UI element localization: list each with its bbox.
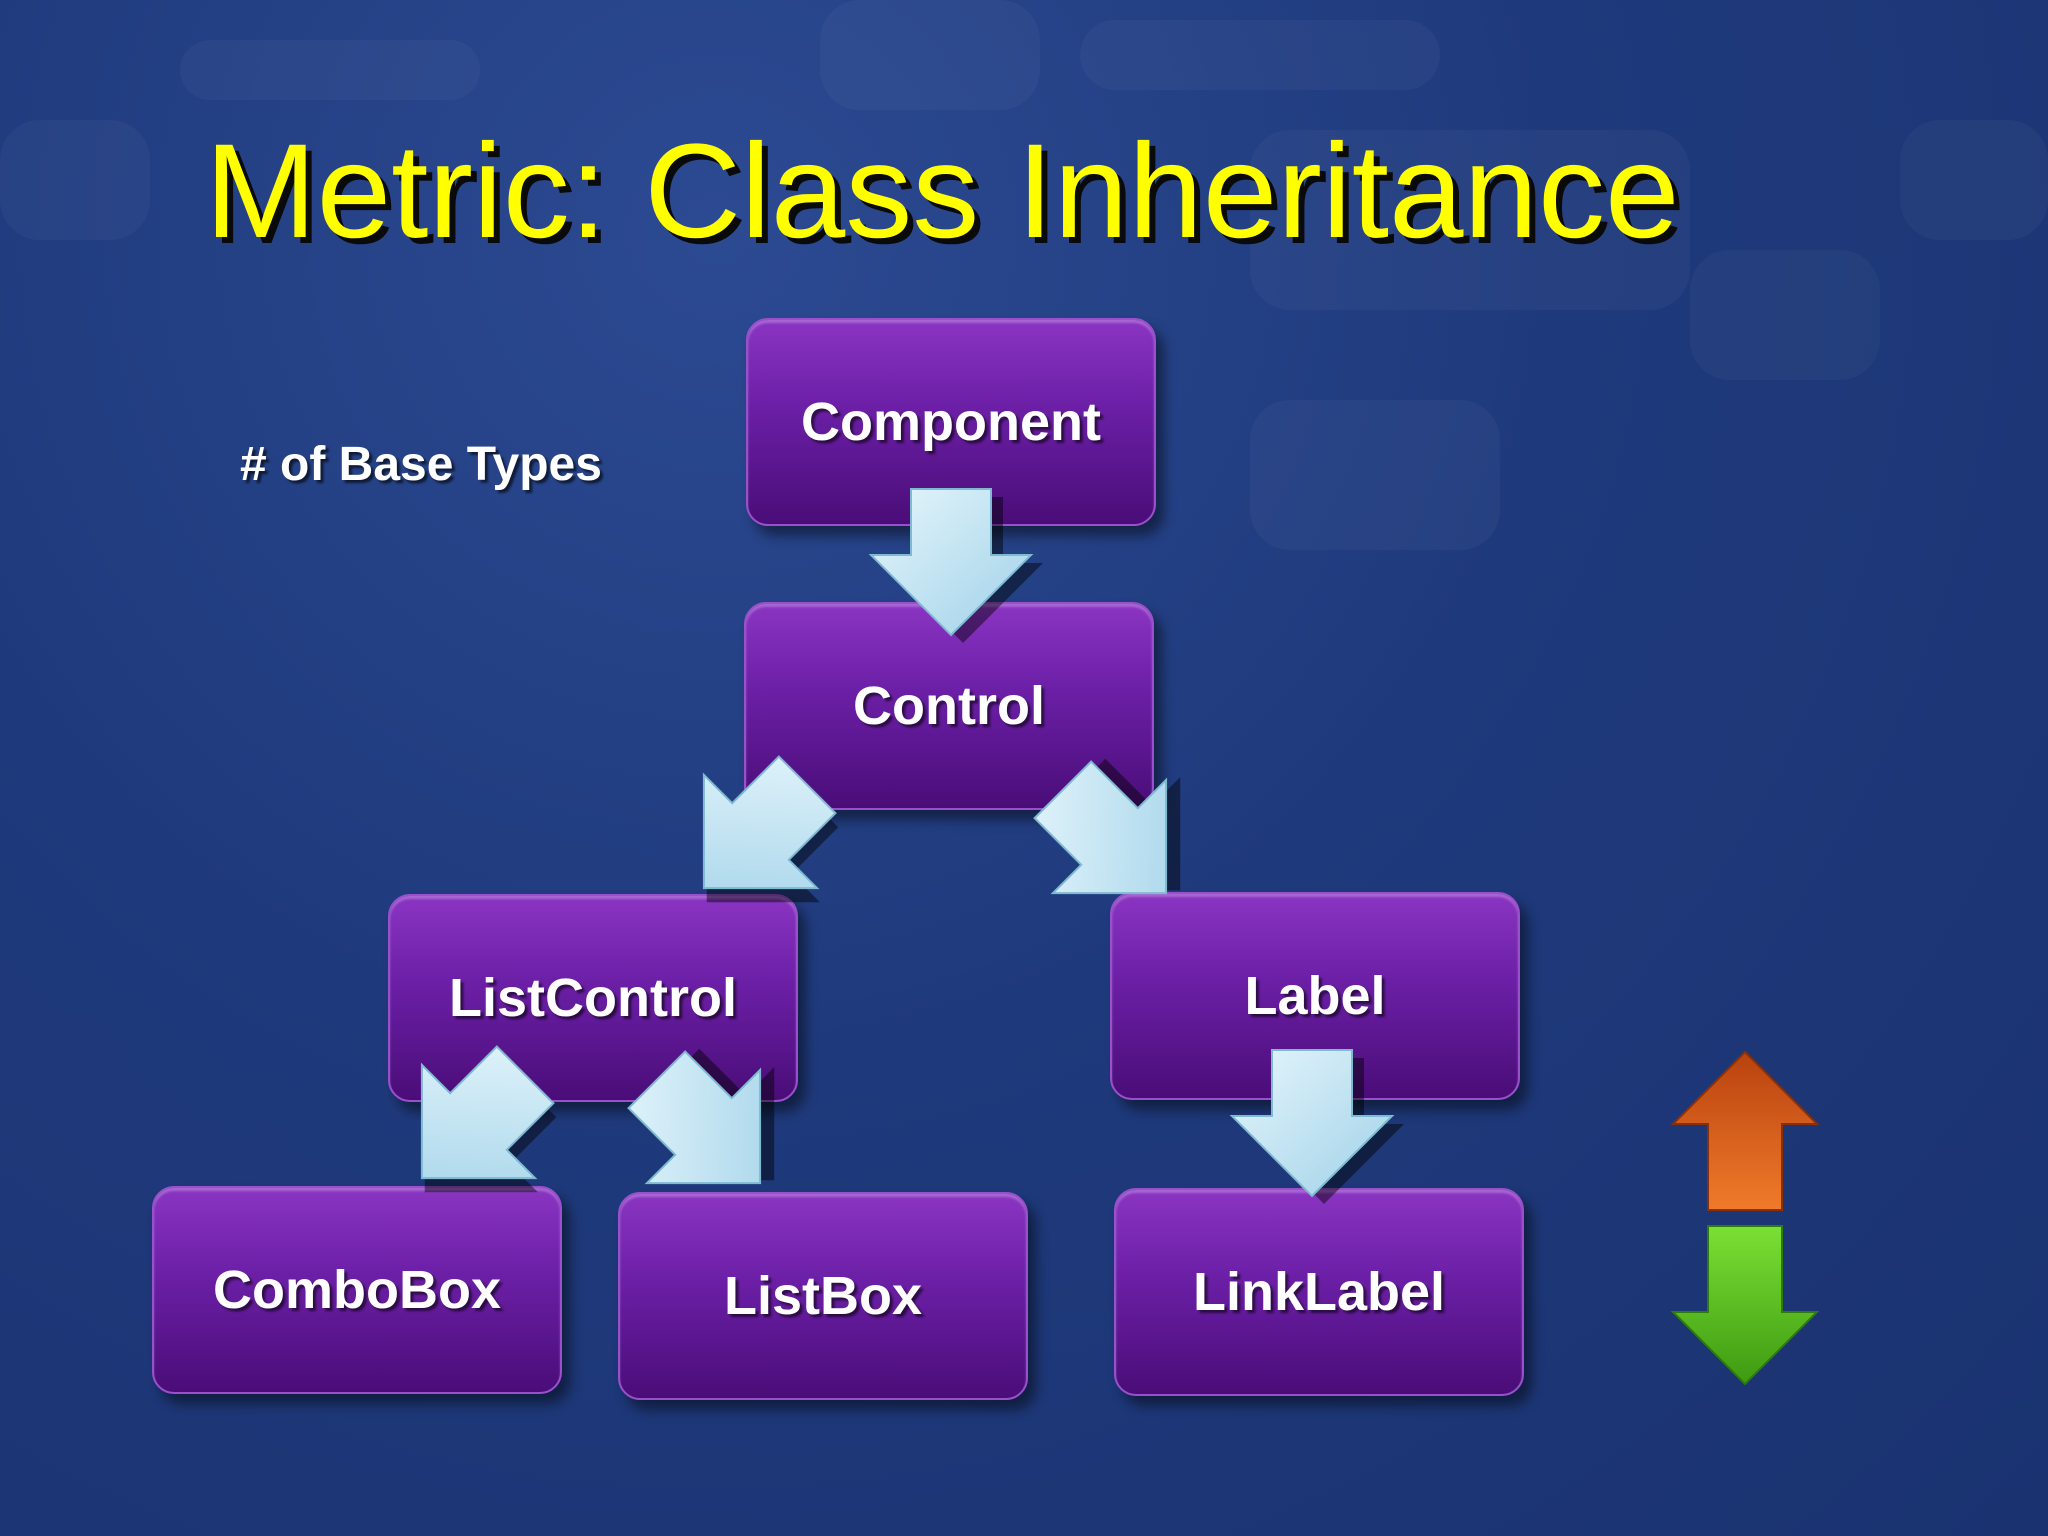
node-list-control: ListControl (388, 894, 798, 1102)
arrow-component-to-control (868, 488, 1043, 643)
slide-title: Metric: Class Inheritance (205, 117, 1680, 266)
up-arrow-icon (1670, 1050, 1820, 1211)
arrow-control-to-list-control (702, 755, 839, 903)
base-types-label: # of Base Types (240, 438, 602, 491)
arrow-control-to-label (1033, 758, 1181, 895)
arrow-label-to-link-label (1229, 1049, 1404, 1204)
down-arrow-icon (1670, 1225, 1820, 1386)
node-link-label: LinkLabel (1114, 1188, 1524, 1396)
node-list-box: ListBox (618, 1192, 1028, 1400)
arrow-list-control-to-list-box (627, 1048, 775, 1185)
arrow-list-control-to-combo-box (420, 1045, 557, 1193)
node-combo-box: ComboBox (152, 1186, 562, 1394)
